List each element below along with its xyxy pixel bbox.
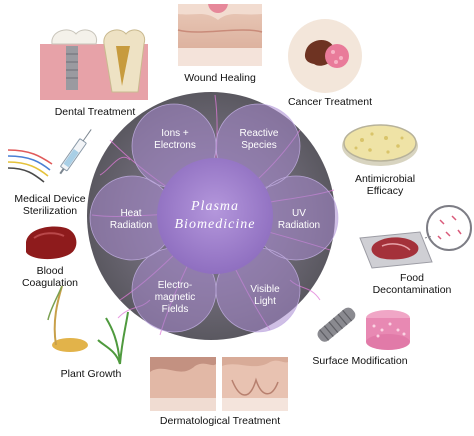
petal-em-line2: magnetic [154, 292, 196, 303]
food-icon [359, 205, 472, 269]
petal-ions-line2: Electrons [154, 140, 196, 151]
petal-heat [90, 176, 174, 260]
petal-visible-line1: Visible [250, 284, 280, 295]
label-sterilization: Medical Device Sterilization [2, 193, 98, 217]
petri-dish-icon [342, 124, 418, 166]
petal-em-line3: Fields [161, 304, 189, 315]
petal-visible-line2: Light [254, 296, 276, 307]
petal-label-em: Electro- magnetic Fields [144, 280, 206, 316]
petal-uv [254, 176, 338, 260]
plant-icon [47, 285, 129, 365]
label-wound-healing: Wound Healing [184, 72, 256, 84]
petal-reactive-line2: Species [241, 140, 277, 151]
label-cancer-treatment: Cancer Treatment [287, 96, 373, 108]
petal-label-heat: Heat Radiation [100, 208, 162, 232]
dental-icon [40, 29, 148, 100]
petal-label-ions: Ions + Electrons [144, 128, 206, 152]
center-core [157, 158, 273, 274]
petal-uv-line2: Radiation [277, 220, 321, 231]
petal-reactive-line1: Reactive [239, 128, 279, 139]
wound-healing-icon [177, 4, 263, 66]
label-antimicrobial-line2: Efficacy [366, 185, 404, 197]
dermatology-icon [150, 357, 288, 411]
label-antimicrobial: Antimicrobial Efficacy [340, 173, 430, 197]
petal-label-uv: UV Radiation [268, 208, 330, 232]
label-sterilization-line2: Sterilization [22, 205, 78, 217]
label-dermatological-treatment: Dermatological Treatment [159, 415, 281, 427]
label-food-line2: Decontamination [372, 284, 452, 296]
label-food-line1: Food [400, 272, 424, 284]
petal-uv-line1: UV [292, 208, 306, 219]
label-antimicrobial-line1: Antimicrobial [354, 173, 416, 185]
center-title-line1: Plasma [191, 199, 239, 214]
label-blood-line2: Coagulation [21, 277, 79, 289]
petal-heat-line2: Radiation [109, 220, 153, 231]
center-title-line2: Biomedicine [174, 217, 256, 232]
blood-icon [26, 226, 77, 260]
label-plant-growth: Plant Growth [60, 368, 122, 380]
label-surface-modification: Surface Modification [312, 355, 408, 367]
plasma-disc [87, 92, 339, 340]
petal-em-line1: Electro- [157, 280, 193, 291]
petal-label-reactive: Reactive Species [228, 128, 290, 152]
medical-device-icon [7, 129, 92, 183]
center-title: Plasma Biomedicine [165, 198, 265, 234]
label-food: Food Decontamination [364, 272, 460, 296]
label-blood-line1: Blood [36, 265, 64, 277]
petal-ions-line1: Ions + [161, 128, 189, 139]
petal-heat-line1: Heat [120, 208, 142, 219]
label-sterilization-line1: Medical Device [14, 193, 86, 205]
label-blood: Blood Coagulation [10, 265, 90, 289]
petal-label-visible: Visible Light [234, 284, 296, 308]
cancer-treatment-icon [288, 19, 362, 93]
surface-modification-icon [317, 307, 410, 350]
label-dental-treatment: Dental Treatment [54, 106, 136, 118]
